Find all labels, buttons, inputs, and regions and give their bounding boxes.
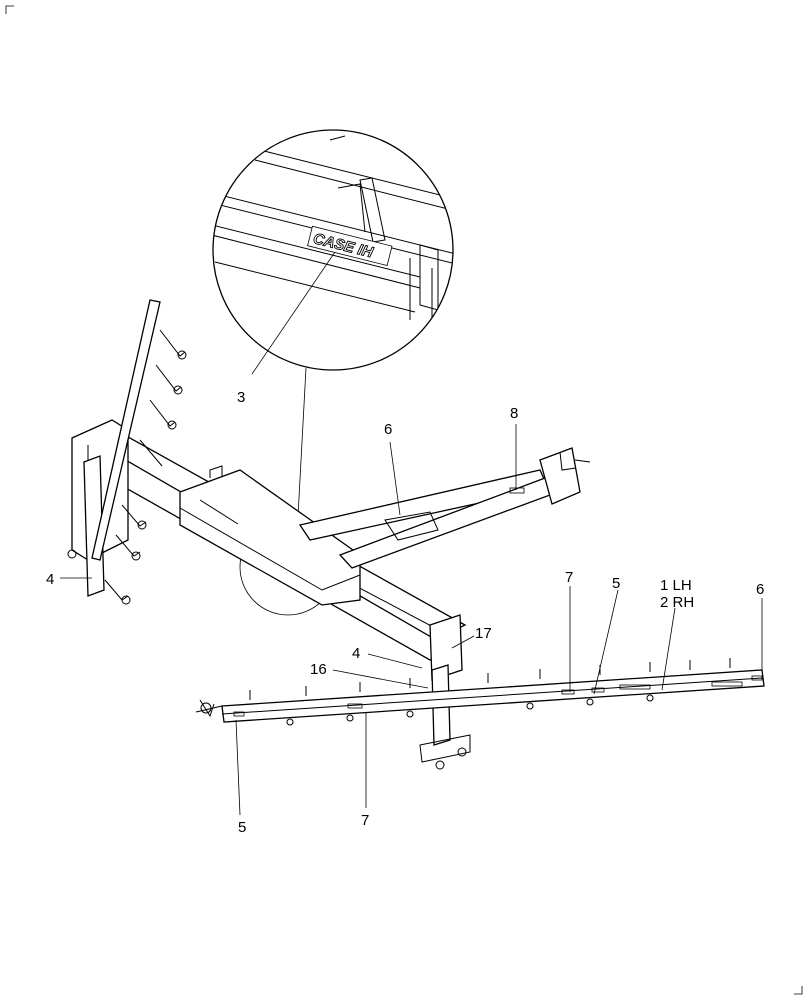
callout-5-bottom: 5 — [238, 819, 246, 836]
callout-1-lh: 1 LH — [660, 577, 692, 594]
callout-8: 8 — [510, 405, 518, 422]
callout-4-mid: 4 — [352, 645, 360, 662]
toolbar-beam — [195, 658, 765, 726]
callout-4-left: 4 — [46, 571, 54, 588]
callout-16: 16 — [310, 661, 327, 678]
magnifier-connector — [297, 367, 307, 517]
callout-5-right: 5 — [612, 575, 620, 592]
callouts: 3 6 8 4 4 16 17 7 5 1 LH 2 RH 6 5 7 — [46, 389, 764, 836]
main-frame — [67, 299, 591, 770]
corner-marks — [5, 5, 803, 995]
callout-17: 17 — [475, 625, 492, 642]
callout-7-bottom: 7 — [361, 812, 369, 829]
leader-lines — [60, 251, 763, 816]
callout-2-rh: 2 RH — [660, 594, 694, 611]
opener-row-left — [67, 329, 187, 605]
callout-6-right: 6 — [756, 581, 764, 598]
toolbar-brackets — [249, 658, 731, 726]
callout-3: 3 — [237, 389, 245, 406]
callout-6-top: 6 — [384, 421, 392, 438]
detail-magnifier: CASE IH — [212, 129, 454, 371]
callout-7-right: 7 — [565, 569, 573, 586]
